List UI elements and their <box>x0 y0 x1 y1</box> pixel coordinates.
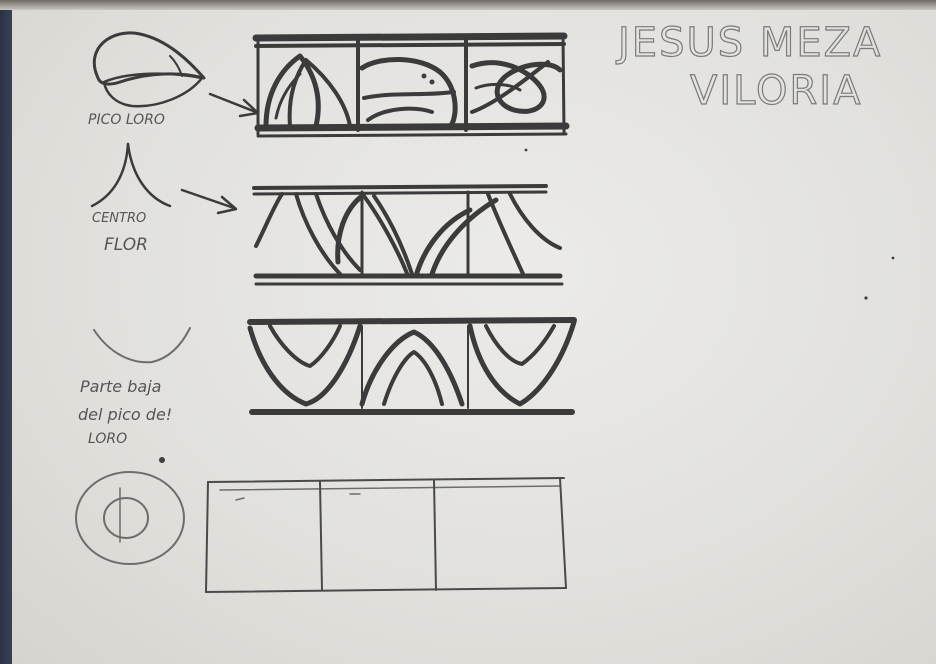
centro-flor-motif <box>92 144 170 206</box>
pencil-dot <box>892 257 895 260</box>
pencil-dot <box>525 149 528 152</box>
parte-baja-label-line3: LORO <box>88 431 127 447</box>
parte-baja-label-line1: Parte baja <box>80 377 161 396</box>
pencil-dot <box>159 457 165 463</box>
author-name-line2: VILORIA <box>690 68 862 114</box>
parte-baja-label-line2: del pico de! <box>78 405 172 424</box>
design-panel-3 <box>250 320 574 412</box>
parte-baja-motif <box>94 328 190 362</box>
design-panel-4 <box>206 478 566 592</box>
author-name-line1: JESUS MEZA <box>615 20 882 66</box>
centro-label: CENTRO <box>92 211 146 226</box>
flor-label: FLOR <box>104 235 148 255</box>
design-panel-2 <box>254 186 562 284</box>
pencil-dot <box>864 296 867 299</box>
circle-motif <box>76 472 184 564</box>
arrow-icon <box>182 190 236 213</box>
arrow-icon <box>210 94 258 116</box>
pico-loro-label: PICO LORO <box>88 112 165 128</box>
pico-loro-motif <box>94 33 204 106</box>
design-panel-1 <box>256 36 566 136</box>
